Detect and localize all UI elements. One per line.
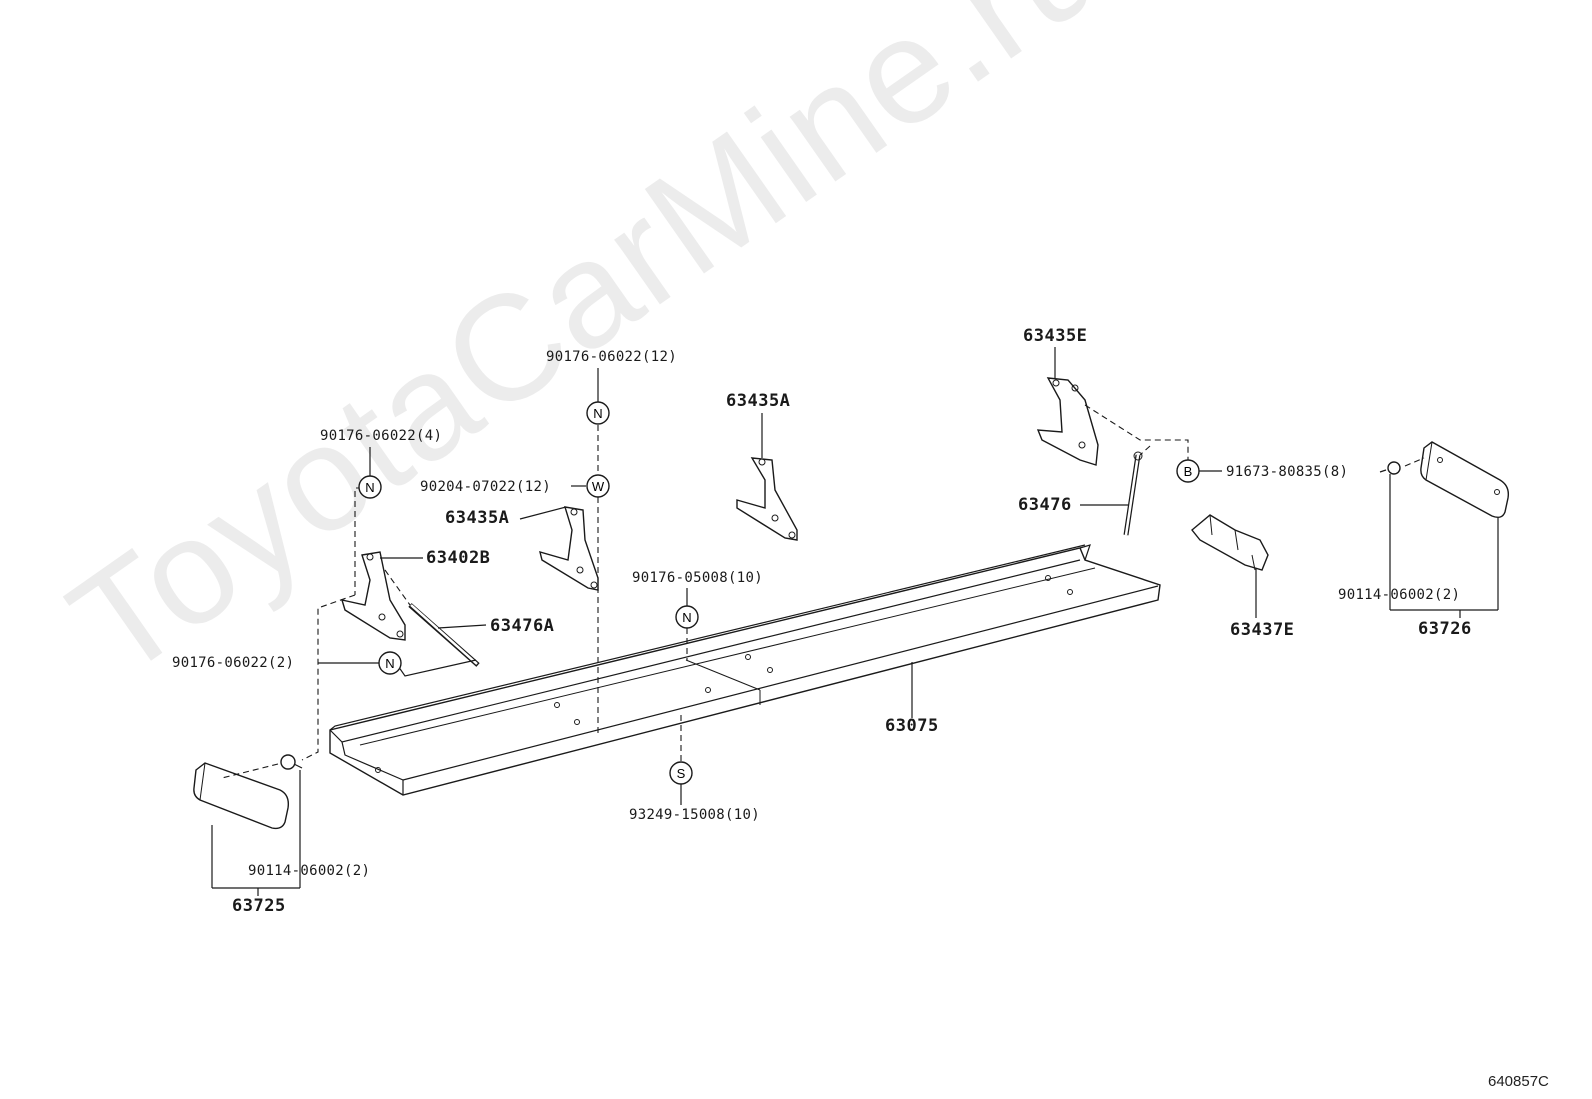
- label-pad-63725: 63725: [232, 896, 286, 916]
- label-nut-4: 90176-06022(4): [320, 428, 443, 444]
- svg-text:N: N: [682, 610, 691, 625]
- running-board: [329, 544, 1161, 796]
- screw-symbol-10: S: [669, 761, 693, 785]
- label-bolt-8: 91673-80835(8): [1226, 464, 1349, 480]
- nut-symbol-2: N: [378, 651, 402, 675]
- bracket-63435e: [1036, 377, 1099, 466]
- washer-symbol-12: W: [586, 474, 610, 498]
- label-nut-12: 90176-06022(12): [546, 349, 677, 365]
- label-bracket-63435e: 63435E: [1023, 326, 1088, 346]
- label-stay-63476: 63476: [1018, 495, 1072, 515]
- bracket-63435a-right: [736, 457, 798, 541]
- right-clip: [1379, 461, 1401, 475]
- label-washer-12: 90204-07022(12): [420, 479, 551, 495]
- bolt-symbol-8: B: [1176, 459, 1200, 483]
- left-clip: [280, 754, 303, 770]
- label-bracket-63402b: 63402B: [426, 548, 491, 568]
- svg-text:N: N: [385, 656, 394, 671]
- nut-symbol-4: N: [358, 475, 382, 499]
- right-end-pad: [1420, 441, 1510, 519]
- label-running-board-63075: 63075: [885, 716, 939, 736]
- svg-text:S: S: [677, 766, 686, 781]
- label-nut-10: 90176-05008(10): [632, 570, 763, 586]
- stay-63476a: [408, 603, 480, 667]
- svg-text:W: W: [592, 479, 605, 494]
- label-stay-63476a: 63476A: [490, 616, 555, 636]
- left-end-pad: [193, 762, 290, 830]
- bracket-63435a-left: [539, 506, 599, 591]
- diagram-code: 640857C: [1488, 1073, 1549, 1090]
- label-bracket-63437e: 63437E: [1230, 620, 1295, 640]
- label-pad-63726: 63726: [1418, 619, 1472, 639]
- stay-63476: [1123, 451, 1143, 536]
- svg-text:B: B: [1184, 464, 1193, 479]
- svg-text:N: N: [365, 480, 374, 495]
- bracket-63402b: [340, 551, 406, 641]
- label-bracket-63435a-left: 63435A: [445, 508, 510, 528]
- nut-symbol-10: N: [675, 605, 699, 629]
- bracket-63437e: [1191, 514, 1269, 571]
- label-clip-right: 90114-06002(2): [1338, 587, 1461, 603]
- svg-text:N: N: [593, 406, 602, 421]
- label-screw-10: 93249-15008(10): [629, 807, 760, 823]
- nut-symbol-12: N: [586, 401, 610, 425]
- label-clip-left: 90114-06002(2): [248, 863, 371, 879]
- label-bracket-63435a-right: 63435A: [726, 391, 791, 411]
- label-nut-2: 90176-06022(2): [172, 655, 295, 671]
- leader-lines: [211, 347, 1499, 896]
